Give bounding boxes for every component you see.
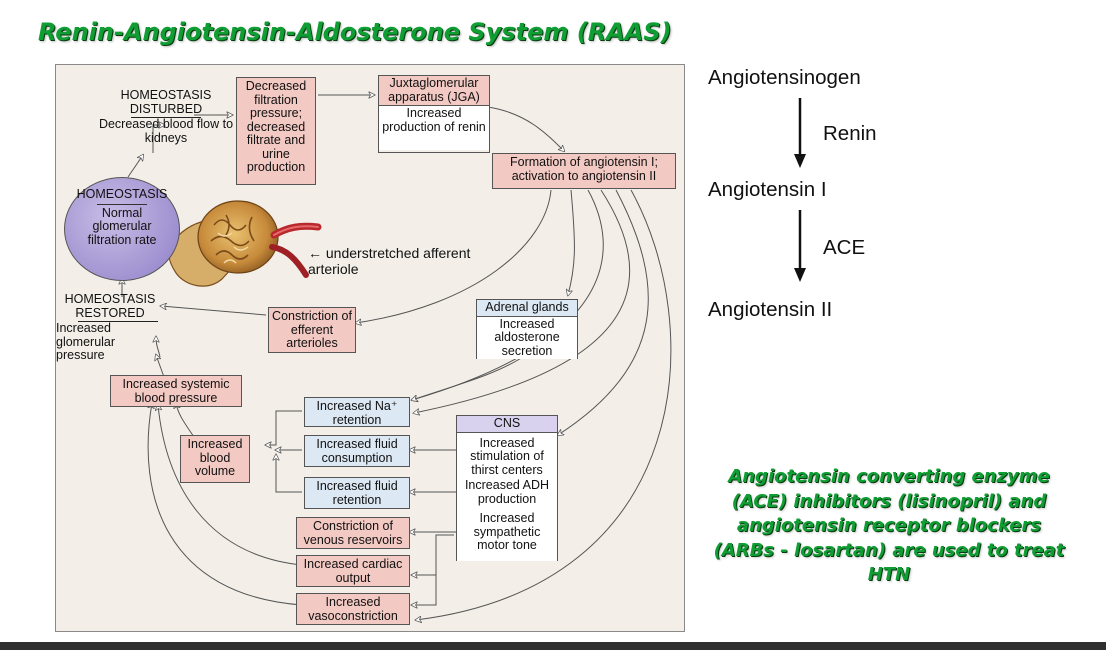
cascade-renin: Renin — [823, 122, 877, 145]
diagram-arrows — [56, 65, 672, 632]
cascade-angiotensinogen: Angiotensinogen — [708, 66, 861, 89]
cascade-ace: ACE — [823, 236, 866, 259]
cascade-arrow-2 — [794, 210, 806, 282]
cardiac-output-box: Increased cardiac output — [296, 555, 410, 587]
treatment-note: Angiotensin converting enzyme (ACE) inhi… — [713, 466, 1065, 585]
decreased-filtration-box: Decreased filtration pressure; decreased… — [236, 77, 316, 185]
arrow-disturbed-up — [152, 125, 164, 153]
adrenal-glands-box: Adrenal glands Increased aldosterone sec… — [476, 299, 578, 359]
constriction-efferent-box: Constriction of efferent arterioles — [268, 307, 356, 353]
fluid-retention-box: Increased fluid retention — [304, 477, 410, 509]
homeostasis-restored: HOMEOSTASIS RESTORED Increased glomerula… — [56, 292, 164, 363]
cascade-arrow-1 — [794, 98, 806, 168]
cascade-angiotensin-ii: Angiotensin II — [708, 298, 833, 321]
bottom-bar — [0, 642, 1106, 650]
homeostasis-circle: HOMEOSTASIS Normal glomerular filtration… — [64, 177, 180, 281]
cns-box: CNS Increased stimulation of thirst cent… — [456, 415, 558, 561]
vasoconstriction-box: Increased vasoconstriction — [296, 593, 410, 625]
na-retention-box: Increased Na⁺ retention — [304, 397, 410, 427]
systemic-bp-box: Increased systemic blood pressure — [110, 375, 242, 407]
cascade-angiotensin-i: Angiotensin I — [708, 178, 827, 201]
glomerulus-illustration — [168, 200, 322, 287]
slide-title: Renin-Angiotensin-Aldosterone System (RA… — [38, 18, 672, 46]
jga-box: Juxtaglomerular apparatus (JGA) Increase… — [378, 75, 490, 153]
formation-angiotensin-box: Formation of angiotensin I; activation t… — [492, 153, 676, 189]
blood-volume-box: Increased blood volume — [180, 435, 250, 483]
fluid-consumption-box: Increased fluid consumption — [304, 435, 410, 467]
venous-reservoirs-box: Constriction of venous reservoirs — [296, 517, 410, 549]
angiotensin-cascade: Angiotensinogen Renin Angiotensin I ACE … — [708, 60, 968, 340]
homeostasis-disturbed: HOMEOSTASIS DISTURBED Decreased blood fl… — [98, 88, 234, 145]
arteriole-label: ← understretched afferent arteriole — [308, 245, 471, 277]
raas-diagram: HOMEOSTASIS DISTURBED Decreased blood fl… — [55, 64, 685, 632]
